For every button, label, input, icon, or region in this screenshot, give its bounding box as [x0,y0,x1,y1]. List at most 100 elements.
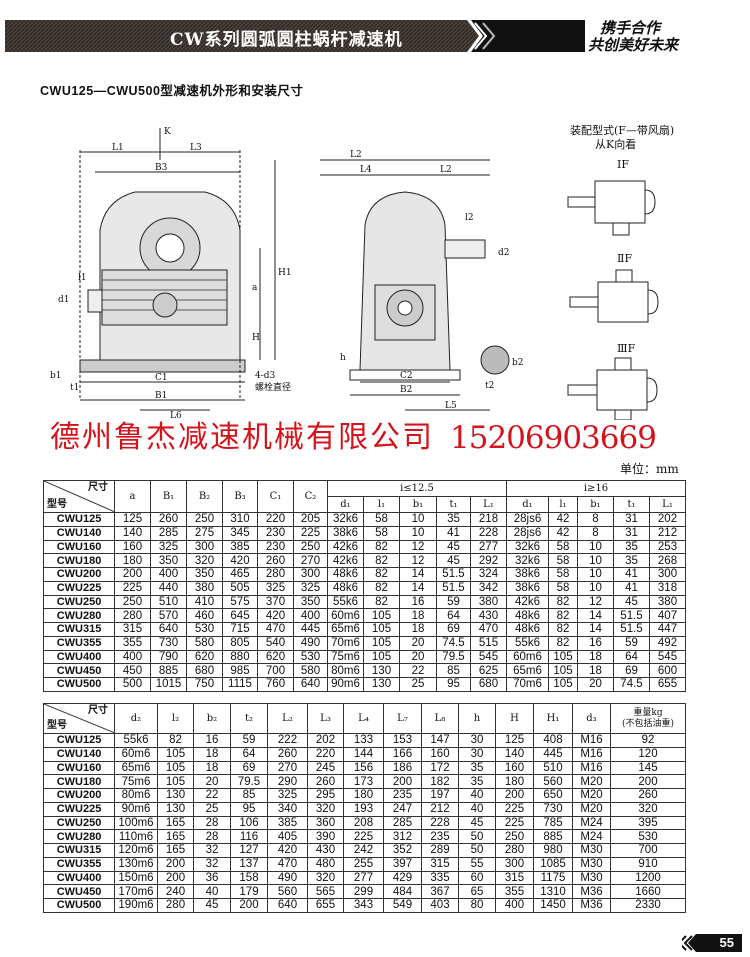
col-b1: B₁ [150,480,187,513]
value-cell: 179 [230,884,268,899]
label-k: K [164,127,171,137]
value-cell: 190m6 [114,898,158,913]
value-cell: 82 [363,567,400,582]
label-h1: H1 [278,268,292,278]
reducer-drawing: K L1 L3 B3 l1 d1 a H1 H 4-d3 螺栓直径 C1 B1 … [50,123,674,420]
value-cell: 145 [610,760,686,776]
phone-number: 15206903669 [450,420,657,456]
col-header: L₄ [343,703,384,734]
value-cell: 40 [458,788,496,803]
value-cell: 32k6 [506,553,549,568]
value-cell: 18 [193,746,231,762]
value-cell: 18 [577,663,614,678]
label-b1: B1 [155,391,167,401]
value-cell: 715 [222,622,258,637]
col-header: t₂ [230,703,268,734]
col-c2: C₂ [293,480,328,513]
value-cell: 549 [383,898,422,913]
col-sub: L₁ [649,496,686,513]
value-cell: 193 [343,801,384,817]
value-cell: 200 [114,567,151,582]
value-cell: 500 [114,677,151,692]
value-cell: 1310 [533,884,573,899]
value-cell: 38k6 [506,567,549,582]
value-cell: 55k6 [506,635,549,651]
value-cell: 120m6 [114,843,158,858]
value-cell: 530 [293,649,328,665]
value-cell: 55k6 [327,594,364,610]
value-cell: 75m6 [327,649,364,665]
value-cell: 880 [222,649,258,665]
assembly-diagrams [567,180,659,420]
value-cell: 127 [230,843,268,858]
value-cell: 90m6 [327,677,364,692]
value-cell: 28 [193,815,231,831]
value-cell: 700 [257,663,294,678]
value-cell: 10 [577,580,614,596]
value-cell: 12 [399,539,437,555]
value-cell: 42k6 [327,553,364,568]
label-4d3: 4-d3 [255,371,276,381]
value-cell: 160 [114,539,151,555]
value-cell: 400 [495,898,534,913]
value-cell: 225 [293,525,328,541]
label-h: H [252,333,260,343]
value-cell: 270 [293,553,328,568]
value-cell: 235 [383,788,422,803]
model-cell: CWU450 [43,663,115,678]
value-cell: 310 [222,512,258,527]
model-cell: CWU500 [43,898,115,913]
value-cell: M36 [572,884,611,899]
value-cell: 85 [230,788,268,803]
model-cell: CWU500 [43,677,115,692]
weight-header-line: 重量kg [633,707,663,718]
value-cell: 51.5 [613,622,650,637]
value-cell: 255 [343,856,384,872]
value-cell: 320 [610,801,686,817]
value-cell: 492 [649,635,686,651]
value-cell: 380 [649,594,686,610]
value-cell: 14 [577,608,614,623]
value-cell: 50 [458,829,496,844]
value-cell: 1450 [533,898,573,913]
value-cell: 400 [114,649,151,665]
value-cell: 325 [150,539,187,555]
value-cell: 140 [114,525,151,541]
value-cell: 985 [222,663,258,678]
value-cell: 289 [421,843,459,858]
label-l4: L4 [360,165,372,175]
value-cell: 160 [495,760,534,776]
value-cell: M30 [572,870,611,886]
value-cell: 320 [186,553,223,568]
value-cell: 315 [495,870,534,886]
value-cell: 300 [495,856,534,872]
label-a: a [252,283,258,293]
value-cell: 48k6 [506,622,549,637]
value-cell: 292 [470,553,507,568]
value-cell: 340 [267,801,308,817]
value-cell: 58 [548,580,578,596]
value-cell: 82 [548,622,578,637]
value-cell: M20 [572,801,611,817]
value-cell: 318 [649,580,686,596]
value-cell: 545 [649,649,686,665]
value-cell: 225 [343,829,384,844]
value-cell: 277 [470,539,507,555]
value-cell: 655 [307,898,344,913]
assembly-type-1: ⅠF [617,158,629,171]
value-cell: 230 [257,525,294,541]
value-cell: 45 [458,815,496,831]
value-cell: 280 [495,843,534,858]
value-cell: 180 [495,774,534,789]
value-cell: 885 [150,663,187,678]
value-cell: 205 [293,512,328,527]
value-cell: 352 [383,843,422,858]
value-cell: 80 [458,898,496,913]
col-header: L₇ [383,703,422,734]
